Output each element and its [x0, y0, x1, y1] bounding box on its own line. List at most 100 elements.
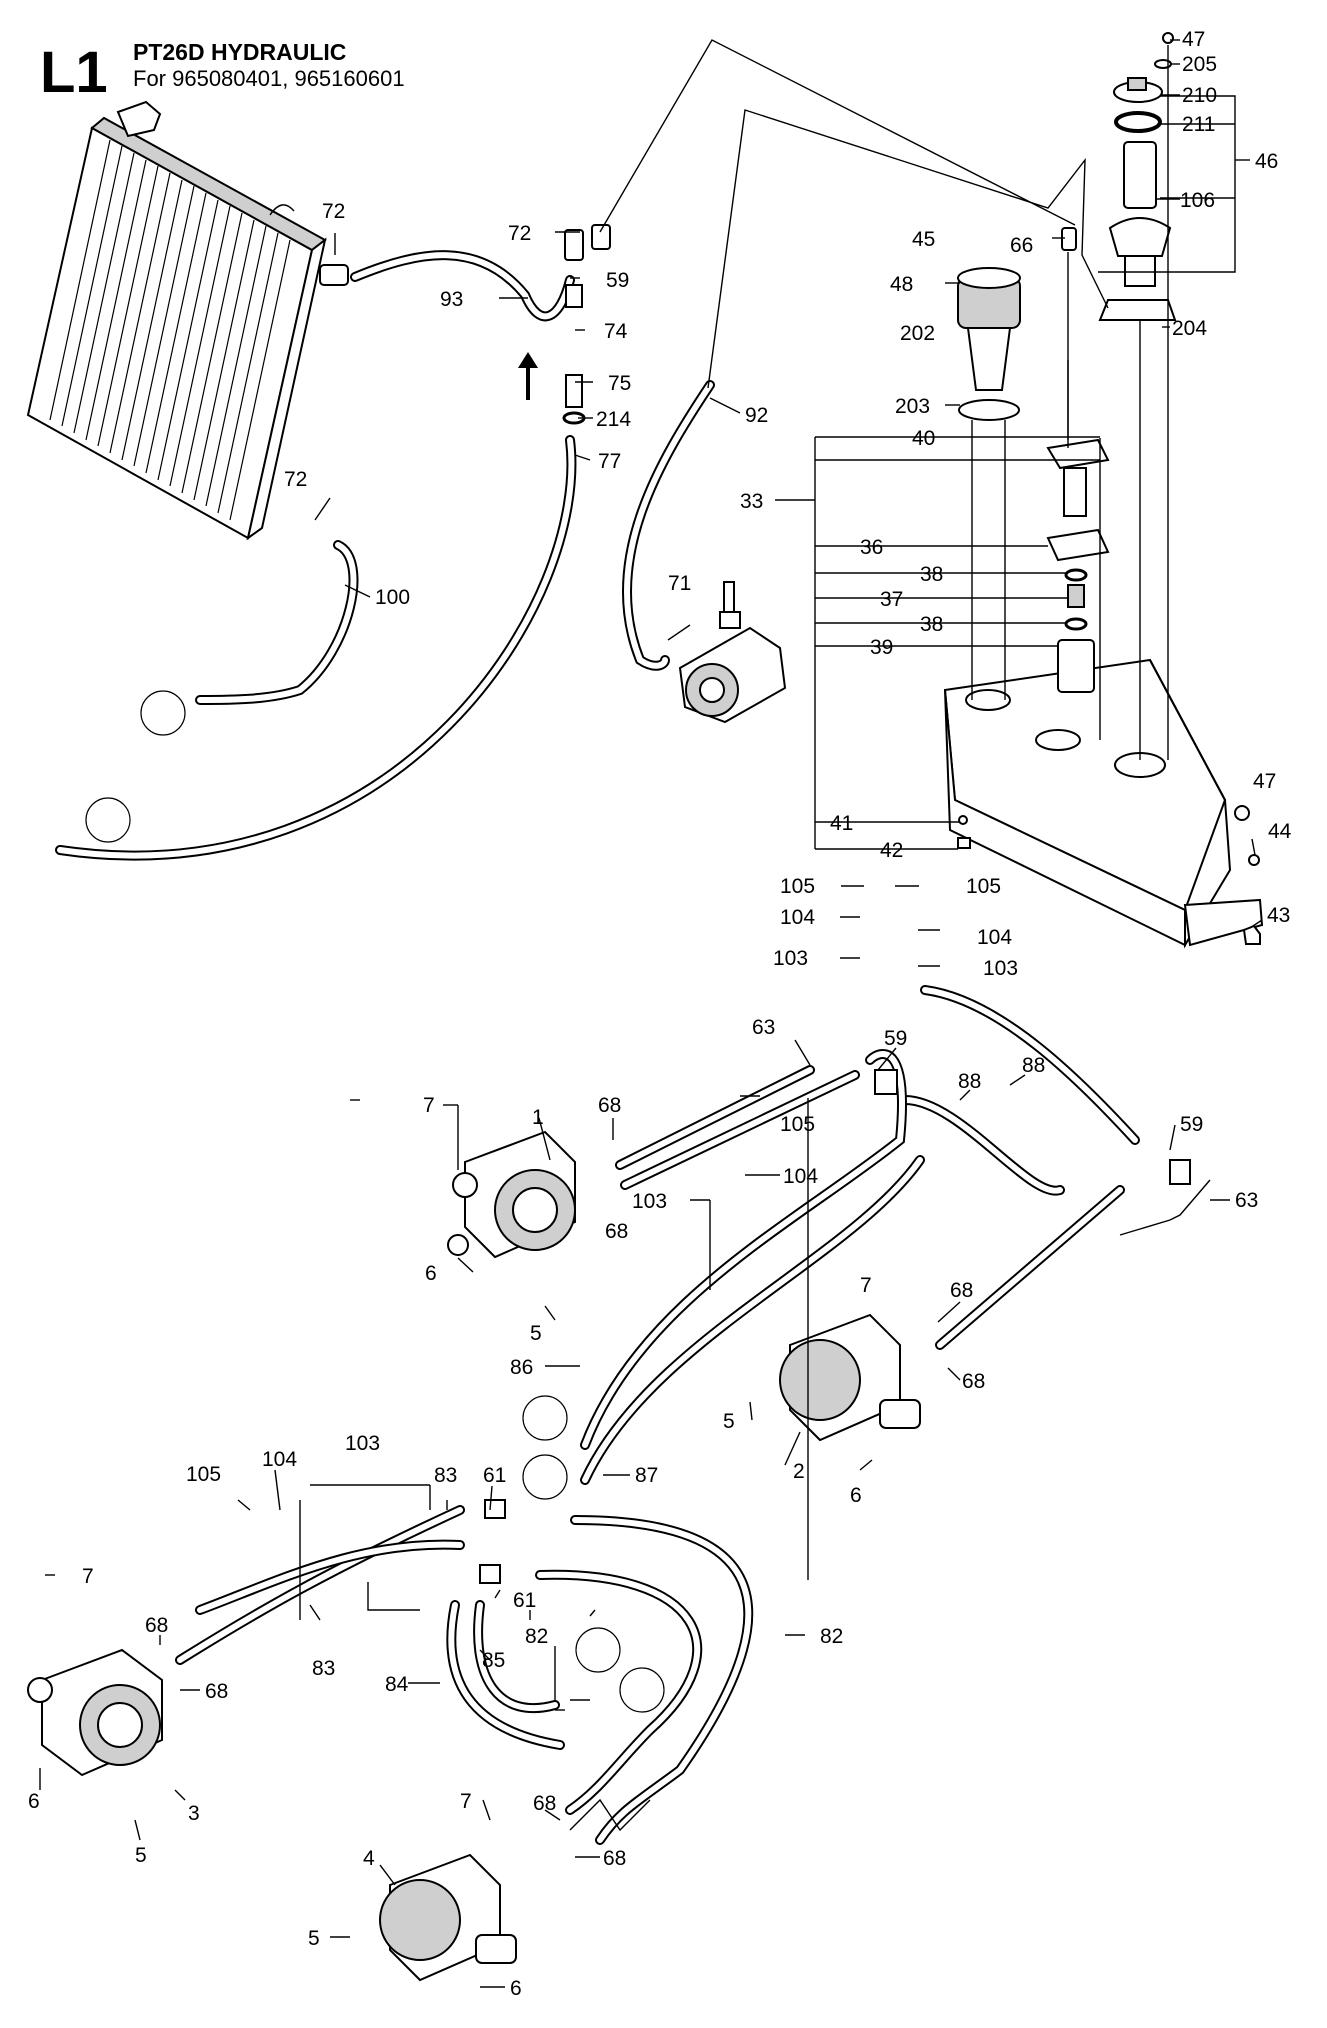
callout-104: 104: [783, 1165, 818, 1188]
callout-105: 105: [780, 1113, 815, 1136]
callout-6: 6: [850, 1484, 862, 1507]
callout-88: 88: [958, 1070, 981, 1093]
callout-68: 68: [533, 1792, 556, 1815]
fittings: [319, 224, 1191, 1584]
callout-104: 104: [780, 906, 815, 929]
callout-37: 37: [880, 588, 903, 611]
callout-74: 74: [604, 320, 628, 343]
callout-75: 75: [608, 372, 631, 395]
callout-6: 6: [28, 1790, 40, 1813]
callout-38: 38: [920, 563, 943, 586]
callout-68: 68: [962, 1370, 985, 1393]
callout-88: 88: [1022, 1054, 1045, 1077]
callout-5: 5: [308, 1927, 320, 1950]
callout-5: 5: [530, 1322, 542, 1345]
callout-211: 211: [1182, 113, 1215, 136]
filler-breather-assembly: [1098, 32, 1177, 760]
diagram-code: L1: [40, 40, 108, 105]
callout-72: 72: [284, 468, 307, 491]
callout-47: 47: [1182, 28, 1205, 51]
callout-59: 59: [884, 1027, 907, 1050]
callout-72: 72: [508, 222, 531, 245]
drain-plug-42: [957, 837, 971, 849]
callout-43: 43: [1267, 904, 1290, 927]
wheel-motor-3: [27, 1648, 163, 1777]
callout-45: 45: [912, 228, 935, 251]
callout-5: 5: [723, 1410, 735, 1433]
breather-66: [1061, 227, 1077, 440]
callout-68: 68: [605, 1220, 628, 1243]
callout-6: 6: [510, 1977, 522, 2000]
callout-59: 59: [1180, 1113, 1203, 1136]
callout-68: 68: [205, 1680, 228, 1703]
callout-40: 40: [912, 427, 935, 450]
callout-68: 68: [598, 1094, 621, 1117]
callout-210: 210: [1182, 84, 1217, 107]
hoses: [55, 250, 1140, 1845]
callout-106: 106: [1180, 189, 1215, 212]
callout-86: 86: [510, 1356, 533, 1379]
callout-82: 82: [820, 1625, 843, 1648]
callout-44: 44: [1268, 820, 1292, 843]
callout-5: 5: [135, 1844, 147, 1867]
callout-63: 63: [1235, 1189, 1258, 1212]
callout-103: 103: [345, 1432, 380, 1455]
flow-direction-arrow: [518, 352, 538, 400]
callout-83: 83: [434, 1464, 457, 1487]
callout-33: 33: [740, 490, 763, 513]
callout-3: 3: [188, 1802, 200, 1825]
hydraulic-tank: [943, 658, 1264, 949]
callout-68: 68: [603, 1847, 626, 1870]
callout-4: 4: [363, 1847, 375, 1870]
callout-66: 66: [1010, 234, 1033, 257]
callout-47: 47: [1253, 770, 1276, 793]
callout-39: 39: [870, 636, 893, 659]
callout-103: 103: [983, 957, 1018, 980]
callout-103: 103: [773, 947, 808, 970]
drain-plug-41: [958, 815, 968, 825]
callout-205: 205: [1182, 53, 1217, 76]
callout-82: 82: [525, 1625, 548, 1648]
callout-7: 7: [860, 1274, 872, 1297]
callout-59: 59: [606, 269, 629, 292]
return-filter: [957, 267, 1021, 700]
callout-202: 202: [900, 322, 935, 345]
callout-71: 71: [668, 572, 691, 595]
callout-100: 100: [375, 586, 410, 609]
callout-6: 6: [425, 1262, 437, 1285]
callout-68: 68: [950, 1279, 973, 1302]
callout-68: 68: [145, 1614, 168, 1637]
callout-2: 2: [793, 1460, 805, 1483]
callout-204: 204: [1172, 317, 1207, 340]
callout-92: 92: [745, 404, 768, 427]
bolt-43: [1242, 924, 1261, 945]
callout-84: 84: [385, 1673, 409, 1696]
callout-83: 83: [312, 1657, 335, 1680]
callout-203: 203: [895, 395, 930, 418]
diagram-subtitle: For 965080401, 965160601: [133, 66, 405, 91]
callout-46: 46: [1255, 150, 1278, 173]
callout-7: 7: [82, 1565, 94, 1588]
callout-63: 63: [752, 1016, 775, 1039]
oil-cooler: [26, 100, 327, 541]
callout-38: 38: [920, 613, 943, 636]
wheel-motor-4: [379, 1853, 517, 1982]
nut-47: [1234, 805, 1250, 821]
callout-7: 7: [460, 1790, 472, 1813]
callout-7: 7: [423, 1094, 435, 1117]
callout-61: 61: [513, 1589, 536, 1612]
wheel-motor-2: [779, 1313, 921, 1442]
suction-strainer-assembly: [1046, 360, 1110, 740]
callout-1: 1: [532, 1106, 544, 1129]
callout-103: 103: [632, 1190, 667, 1213]
callout-93: 93: [440, 288, 463, 311]
callout-105: 105: [966, 875, 1001, 898]
leader-lines: [39, 39, 1263, 1988]
callout-105: 105: [186, 1463, 221, 1486]
callout-36: 36: [860, 536, 883, 559]
diagram-title: PT26D HYDRAULIC: [133, 39, 346, 65]
hydraulic-pump: [678, 581, 787, 724]
callout-41: 41: [830, 812, 853, 835]
callout-104: 104: [262, 1448, 297, 1471]
callout-42: 42: [880, 839, 903, 862]
